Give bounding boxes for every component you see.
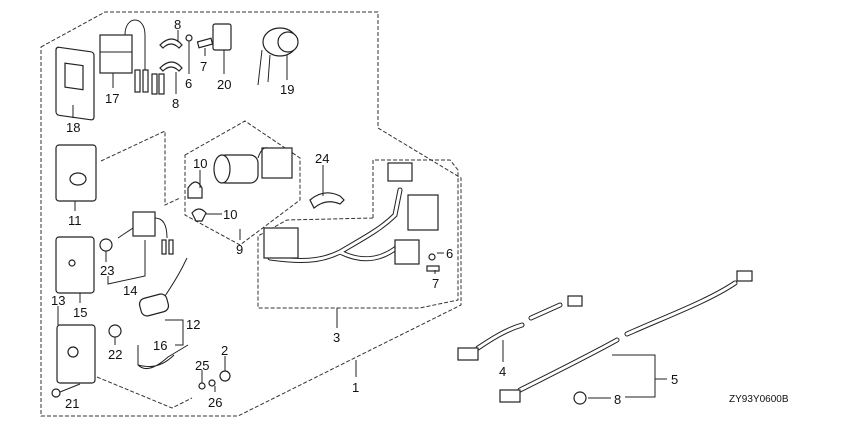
switch-unit-17 [99, 19, 165, 95]
callout-label: 3 [333, 330, 340, 345]
callout-label: 22 [108, 347, 122, 362]
ignition-switch-9 [213, 147, 293, 184]
callout-label: 16 [153, 338, 167, 353]
assembly-9-outline [184, 120, 301, 246]
key-10-lower [191, 208, 207, 222]
callout-label: 11 [68, 213, 82, 228]
washer-26 [208, 379, 216, 387]
callout-label: 10 [193, 156, 207, 171]
nut-23 [99, 238, 113, 252]
cap-2 [219, 370, 231, 382]
extension-cable-4 [457, 295, 583, 361]
clip-8-lower [159, 61, 183, 72]
lanyard-16 [137, 344, 189, 370]
screw-21 [51, 383, 81, 398]
callout-label: 20 [217, 77, 231, 92]
nut-22 [108, 324, 122, 338]
main-harness-3 [263, 162, 440, 272]
cable-clip-8 [573, 391, 587, 405]
callout-label: 23 [100, 263, 114, 278]
callout-label: 26 [208, 395, 222, 410]
callout-label: 21 [65, 396, 79, 411]
switch-plate-18 [55, 46, 95, 121]
washer-25 [198, 382, 206, 390]
choke-switch-14 [117, 211, 174, 255]
callout-label: 15 [73, 305, 87, 320]
callout-label: 8 [614, 392, 621, 407]
callout-label: 8 [172, 96, 179, 111]
key-10-upper [187, 181, 203, 199]
callout-label: 8 [174, 17, 181, 32]
callout-label: 7 [200, 59, 207, 74]
stop-plate-13 [56, 324, 96, 384]
callout-label: 13 [51, 293, 65, 308]
callout-label: 5 [671, 372, 678, 387]
callout-label: 17 [105, 91, 119, 106]
callout-label: 6 [446, 246, 453, 261]
cover-20 [212, 23, 232, 51]
callout-label: 19 [280, 82, 294, 97]
callout-label: 7 [432, 276, 439, 291]
callout-label: 18 [66, 120, 80, 135]
stop-switch-12 [138, 257, 188, 317]
clip-8-top [159, 38, 183, 49]
callout-label: 6 [185, 76, 192, 91]
stop-guide-line [96, 376, 193, 409]
callout-label: 24 [315, 151, 329, 166]
choke-plate-15 [55, 236, 95, 294]
clamp-24 [309, 192, 345, 209]
pin-7 [196, 37, 214, 49]
callout-labels: 8 6 7 20 19 17 8 18 24 10 10 11 9 23 14 … [51, 17, 789, 411]
buzzer-19 [257, 27, 299, 86]
callout-label: 25 [195, 358, 209, 373]
callout-label: 12 [186, 317, 200, 332]
extension-cable-5 [499, 270, 753, 403]
leader-lines [57, 30, 667, 399]
callout-label: 4 [499, 364, 506, 379]
callout-label: 10 [223, 207, 237, 222]
callout-label: 14 [123, 283, 137, 298]
diagram-code: ZY93Y0600B [729, 394, 789, 405]
callout-label: 9 [236, 242, 243, 257]
callout-label: 1 [352, 380, 359, 395]
switch-guide-line [100, 130, 181, 206]
ignition-plate-11 [55, 144, 97, 202]
callout-label: 2 [221, 343, 228, 358]
grommet-6 [185, 34, 193, 42]
assembly-1-outline [40, 11, 462, 417]
